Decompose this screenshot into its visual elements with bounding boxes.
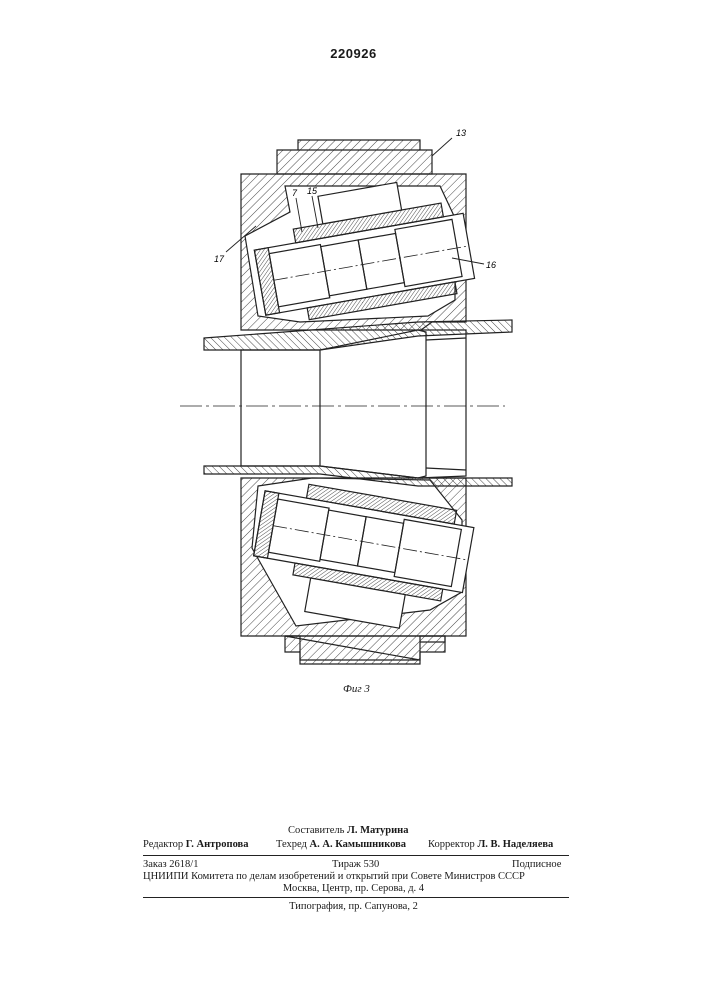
compiler-line: Составитель Л. Матурина <box>288 824 408 837</box>
divider <box>143 855 569 856</box>
top-collar <box>277 140 432 174</box>
address: Москва, Центр, пр. Серова, д. 4 <box>0 882 707 895</box>
callout-16: 16 <box>486 260 496 270</box>
techred-label: Техред <box>276 839 307 850</box>
callout-15: 15 <box>307 186 318 196</box>
figure-caption: Фиг 3 <box>343 683 370 695</box>
divider-2 <box>143 897 569 898</box>
compiler-label: Составитель <box>288 825 344 836</box>
callout-17: 17 <box>214 254 225 264</box>
editor-line: Редактор Г. Антропова <box>143 838 248 851</box>
techred-name: А. А. Камышникова <box>310 839 407 850</box>
shaft <box>241 330 466 478</box>
editor-name: Г. Антропова <box>186 839 249 850</box>
callout-13: 13 <box>456 128 466 138</box>
editor-label: Редактор <box>143 839 183 850</box>
printer: Типография, пр. Сапунова, 2 <box>0 900 707 913</box>
corrector-name: Л. В. Наделяева <box>477 839 553 850</box>
techred-line: Техред А. А. Камышникова <box>276 838 406 851</box>
corrector-label: Корректор <box>428 839 475 850</box>
compiler-name: Л. Матурина <box>347 825 408 836</box>
corrector-line: Корректор Л. В. Наделяева <box>428 838 553 851</box>
